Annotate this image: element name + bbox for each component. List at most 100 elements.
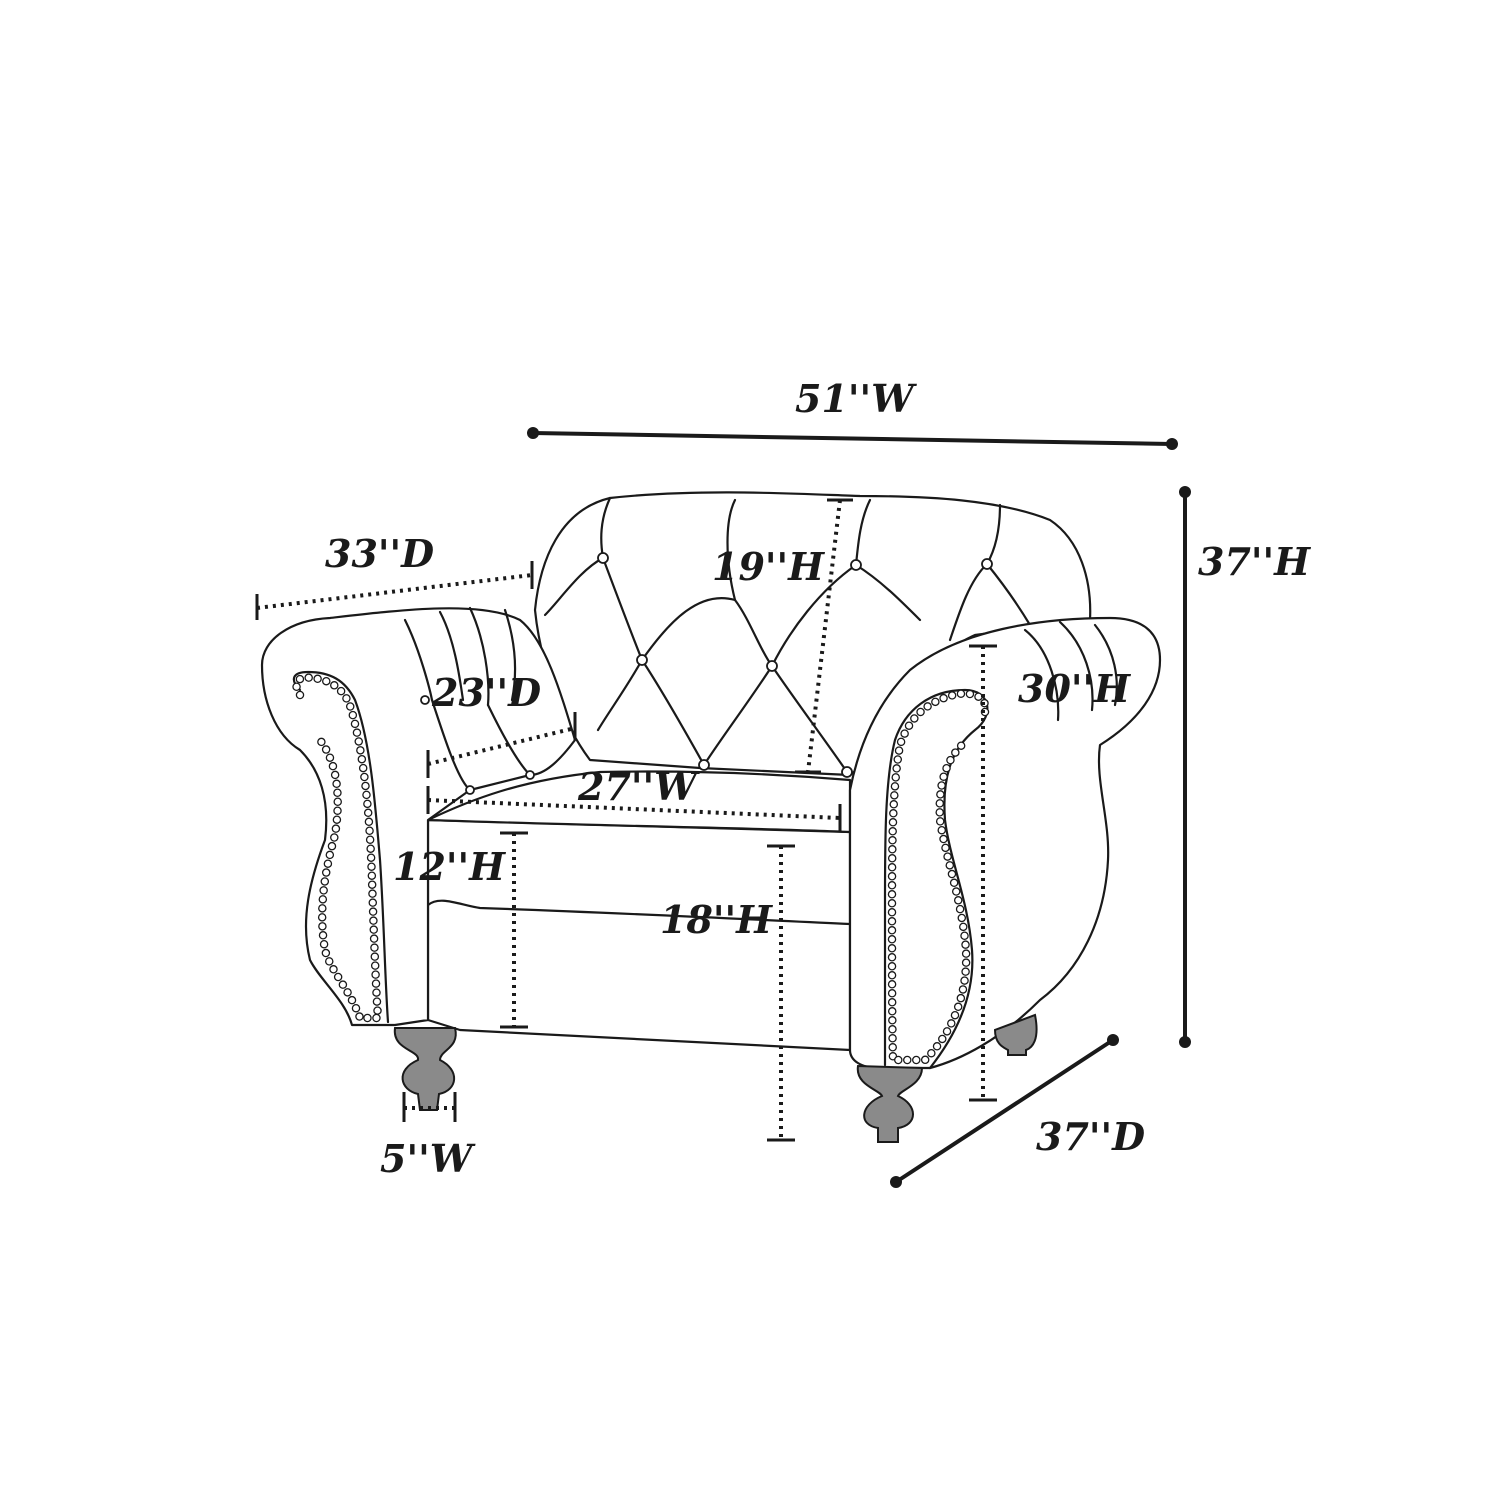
nailhead — [946, 755, 955, 765]
nailhead — [935, 817, 945, 826]
nailhead — [887, 872, 897, 881]
dimension-lines — [255, 427, 1191, 1188]
nailhead — [927, 1048, 936, 1058]
nailhead — [370, 952, 380, 961]
nailhead — [894, 746, 904, 755]
nailhead — [358, 763, 368, 773]
nailhead — [903, 1055, 912, 1065]
nailhead — [947, 869, 957, 879]
seat-depth-label: 23''D — [431, 670, 541, 715]
nailhead — [330, 770, 340, 780]
nailhead — [351, 1003, 361, 1013]
nailhead — [321, 948, 331, 958]
nailhead — [342, 694, 351, 703]
nailhead — [327, 841, 337, 851]
nailhead — [887, 1007, 897, 1016]
nailhead — [920, 1055, 930, 1065]
nailhead — [888, 1016, 897, 1025]
nailhead — [888, 836, 897, 845]
nailhead — [319, 939, 329, 949]
nailhead — [887, 917, 897, 926]
nailhead — [321, 868, 331, 877]
nailhead — [955, 904, 965, 914]
nailhead — [974, 692, 983, 701]
nailhead — [953, 896, 963, 905]
nailhead — [333, 788, 342, 797]
nailhead — [354, 737, 363, 746]
nailhead — [931, 697, 940, 707]
back-right-leg — [993, 1013, 1038, 1056]
nailhead — [961, 967, 970, 976]
nailhead — [325, 753, 335, 762]
nailhead — [318, 931, 328, 940]
nailhead — [295, 674, 305, 684]
left-arm-scroll-lines — [403, 606, 532, 792]
nailhead — [887, 881, 897, 890]
nailhead — [367, 880, 377, 889]
nailhead — [932, 1042, 942, 1051]
nailhead — [888, 845, 897, 854]
seat-width-label: 27''W — [577, 764, 700, 809]
nailhead — [949, 878, 959, 888]
nailhead — [910, 714, 919, 723]
nailhead — [325, 957, 334, 966]
nailhead — [945, 861, 955, 870]
nailhead — [370, 961, 380, 970]
nailhead — [937, 825, 946, 835]
nailhead — [956, 741, 966, 750]
nailhead — [370, 943, 379, 952]
nailhead — [887, 890, 897, 899]
nailhead — [366, 853, 376, 862]
seat-cushion — [426, 770, 852, 834]
nailhead — [960, 976, 969, 985]
nailhead — [345, 702, 355, 711]
nailhead — [364, 817, 374, 827]
nailhead — [887, 989, 897, 998]
nailhead — [369, 925, 379, 934]
nailhead — [892, 764, 901, 773]
nailhead — [887, 926, 897, 935]
nailhead — [891, 773, 900, 782]
nailhead — [887, 962, 897, 971]
nailhead — [304, 673, 313, 682]
nailhead — [323, 859, 333, 868]
arm-height-label: 30''H — [1018, 666, 1131, 711]
nailhead — [363, 799, 372, 809]
nailhead — [355, 1012, 364, 1021]
nailhead — [887, 935, 897, 944]
nailhead — [958, 985, 968, 994]
nailhead — [887, 863, 897, 872]
nailhead — [937, 781, 946, 790]
nailhead — [352, 728, 362, 737]
nailhead — [935, 799, 945, 808]
nailhead — [368, 889, 377, 898]
nailhead — [333, 972, 343, 982]
nailhead — [887, 899, 897, 908]
nailhead — [365, 835, 375, 844]
nailhead — [956, 689, 966, 698]
nailhead — [938, 1034, 947, 1044]
arm-to-seat-height-label: 12''H — [393, 844, 506, 889]
nailhead — [916, 707, 925, 717]
nailhead — [363, 808, 373, 818]
nailhead — [360, 772, 369, 782]
nailhead — [941, 843, 950, 853]
nailhead — [942, 763, 951, 773]
nailhead — [951, 748, 960, 757]
front-right-leg — [856, 1064, 924, 1143]
nailhead — [912, 1055, 921, 1065]
nailhead — [936, 790, 945, 799]
nailhead — [371, 979, 381, 988]
nailhead — [953, 1002, 963, 1012]
leg-width-label: 5''W — [380, 1136, 476, 1181]
nailhead — [372, 988, 381, 997]
nailhead — [888, 818, 898, 827]
nailhead — [336, 686, 346, 696]
nailhead — [942, 1027, 952, 1036]
overall-height-label: 37''H — [1198, 539, 1311, 584]
nailhead — [890, 782, 900, 791]
nailhead — [363, 1013, 372, 1023]
nailhead — [957, 913, 967, 923]
nailhead — [887, 953, 897, 962]
nailhead — [361, 781, 370, 791]
